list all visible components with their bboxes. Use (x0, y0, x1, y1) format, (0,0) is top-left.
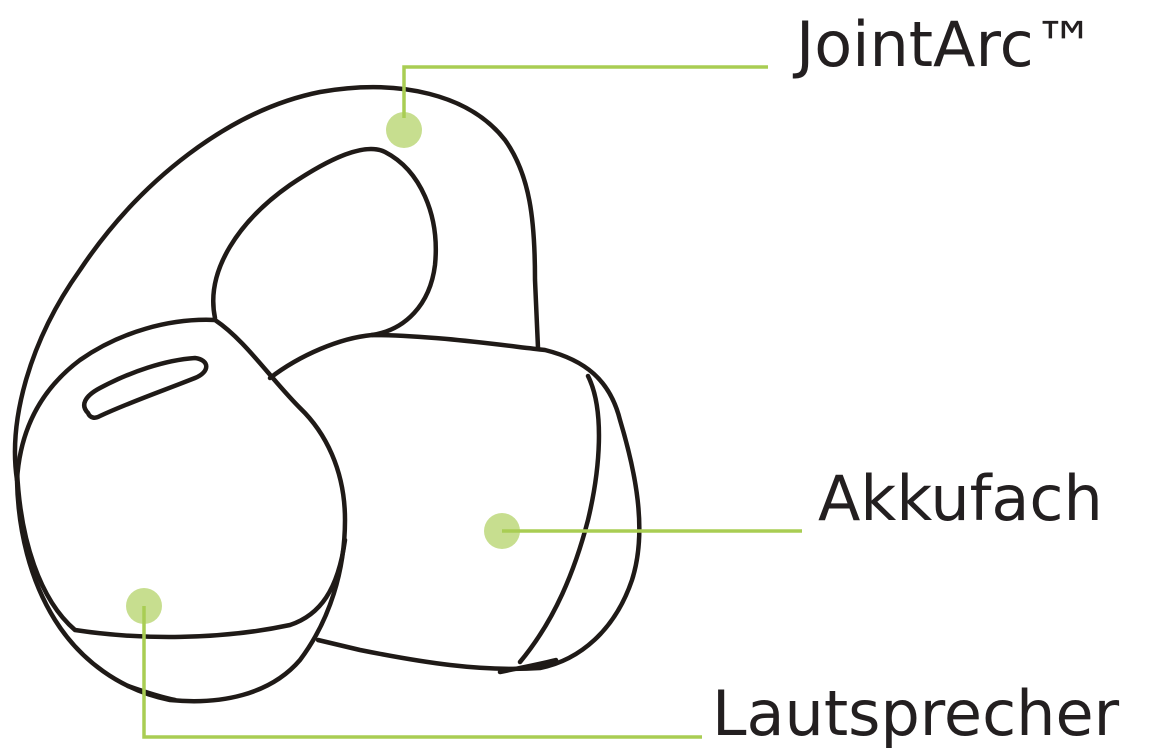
joint-arc-outer-outline (15, 87, 538, 480)
speaker-label: Lautsprecher (712, 677, 1120, 750)
battery-ridge-outline (520, 376, 599, 662)
joint-arc-label: JointArc™ (792, 8, 1096, 81)
speaker-leader-line (144, 606, 702, 737)
battery-label: Akkufach (818, 462, 1103, 535)
battery-callout: Akkufach (484, 462, 1103, 549)
speaker-callout: Lautsprecher (126, 588, 1120, 750)
joint-arc-inner-outline (213, 149, 435, 335)
speaker-head-outline (17, 320, 345, 701)
speaker-bottom-lip-outline (128, 686, 175, 700)
joint-arc-leader-line (404, 67, 768, 118)
earbud-illustration-icon (15, 87, 639, 701)
vent-slot-icon (84, 358, 206, 418)
speaker-face-line-outline (17, 470, 345, 637)
